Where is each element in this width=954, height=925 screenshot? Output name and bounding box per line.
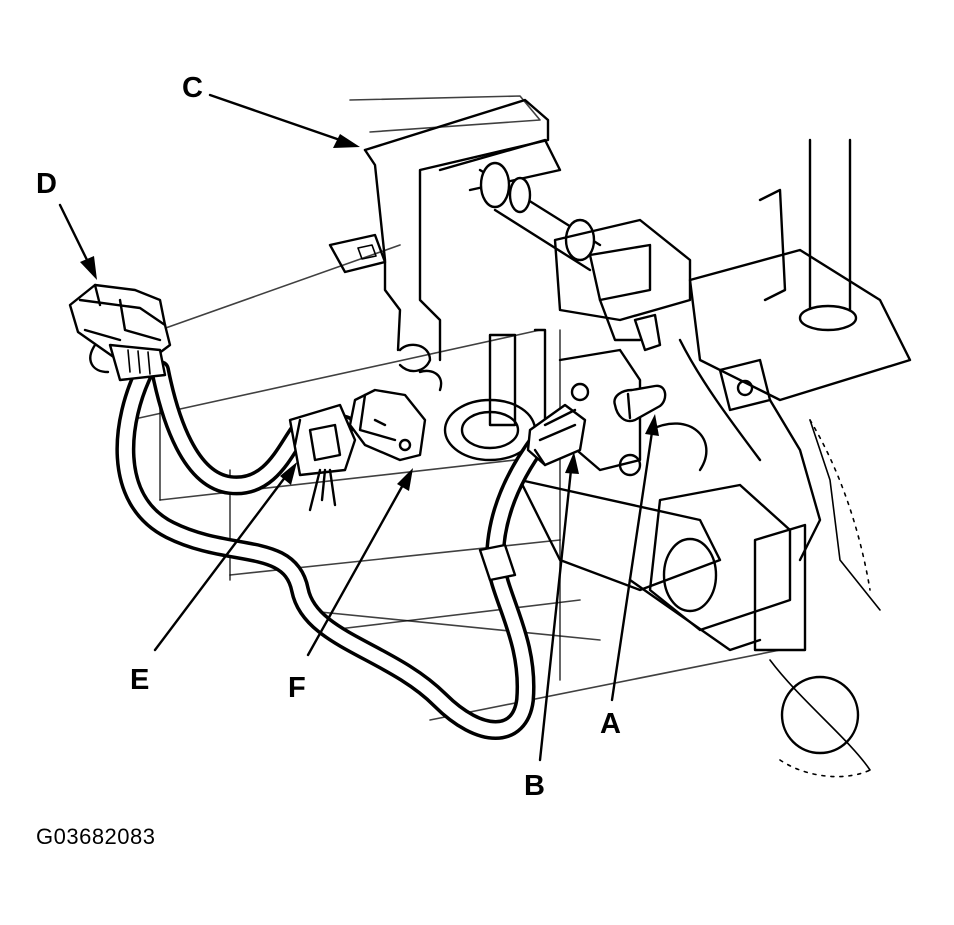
callout-c: C — [182, 72, 203, 104]
callout-a: A — [600, 708, 621, 740]
connector-f — [348, 388, 427, 462]
background-outline-lines — [129, 95, 781, 721]
callout-f: F — [288, 672, 306, 704]
callout-e: E — [130, 664, 150, 696]
connector-e — [288, 403, 357, 512]
callout-d: D — [36, 168, 57, 200]
connector-b — [526, 403, 587, 467]
shift-lever-body — [328, 98, 562, 392]
shift-mechanism — [518, 138, 912, 778]
bulb-a — [613, 384, 667, 423]
figure-id: G03682083 — [36, 824, 156, 849]
callout-b: B — [524, 770, 545, 802]
leader-lines — [58, 93, 659, 762]
linkage-shaft — [478, 161, 692, 352]
connector-d — [68, 283, 172, 382]
